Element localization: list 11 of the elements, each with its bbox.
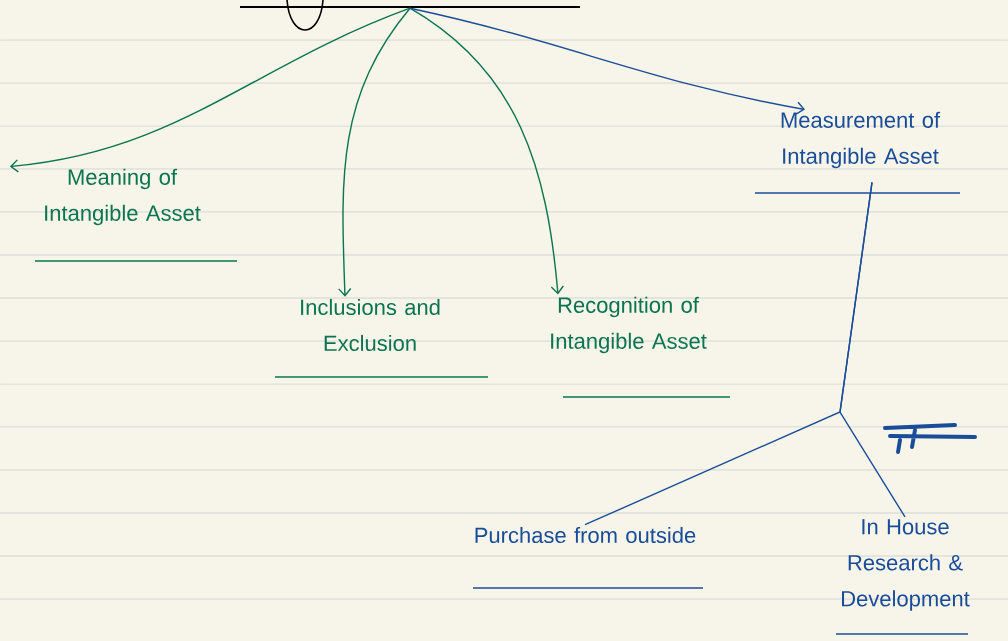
underlined-topic: Inclusions and Exclusion: [274, 298, 489, 378]
heading-line: [240, 6, 580, 8]
underlined-topic: Meaning of Intangible Asset: [34, 168, 238, 262]
arrow: [409, 7, 564, 295]
arrow: [9, 7, 411, 173]
underlined-topic: In House Research & Development: [835, 519, 970, 635]
underlined-topic: Purchase from outside: [472, 526, 704, 589]
underlined-topic: Recognition of Intangible Asset: [551, 296, 731, 398]
arrow: [338, 7, 411, 297]
arrow: [409, 7, 805, 115]
underlined-topic: Measurement of Intangible Asset: [754, 111, 961, 194]
